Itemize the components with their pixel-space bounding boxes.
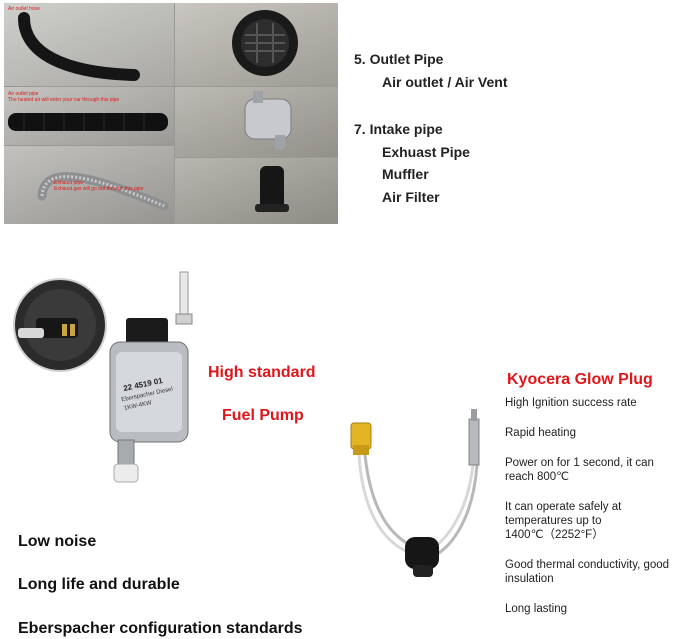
feature-long-life: Long life and durable [18, 576, 180, 593]
fuel-pump-illustration: 22 4519 01 Eberspacher Diesel 1KW-4KW [8, 268, 208, 494]
pump-heading-fuel-pump: Fuel Pump [222, 407, 304, 424]
feature-low-noise: Low noise [18, 533, 97, 550]
pump-heading-high-standard: High standard [208, 364, 316, 381]
glow-plug-feature: Power on for 1 second, it can reach 800℃ [505, 457, 654, 483]
photo-air-vent [175, 3, 338, 86]
glow-plug-feature: Good thermal conductivity, good insulati… [505, 559, 670, 585]
photo-air-filter [175, 158, 338, 224]
glow-plug-feature: Long lasting [505, 603, 568, 615]
glow-plug-illustration [345, 405, 490, 590]
glow-plug-feature: High Ignition success rate [505, 397, 637, 409]
photo-exhaust-pipe: Exhaust pipe Exhaust gas will go out thr… [4, 146, 174, 224]
parts-item-5: 5. Outlet Pipe [354, 51, 444, 67]
parts-item-7-sub-3: Air Filter [382, 189, 440, 205]
air-outlet-description: The heated air will enter your car throu… [8, 97, 120, 103]
parts-item-5-sub: Air outlet / Air Vent [382, 74, 508, 90]
air-outlet-caption: Air outlet pipe [8, 91, 39, 97]
parts-item-7-sub-1: Exhuast Pipe [382, 144, 470, 160]
photo-air-outlet-pipe: Air outlet pipe The heated air will ente… [4, 87, 174, 145]
glow-plug-feature: It can operate safely at temperatures up… [505, 501, 622, 541]
feature-configuration-standards: Eberspacher configuration standards [18, 620, 303, 637]
glow-plug-heading: Kyocera Glow Plug [507, 371, 653, 388]
photo-hose: Air outlet hose [4, 3, 174, 86]
glow-plug-feature: Rapid heating [505, 427, 576, 439]
exhaust-caption: Exhaust pipe [54, 180, 83, 186]
parts-item-7-sub-2: Muffler [382, 166, 429, 182]
parts-item-7: 7. Intake pipe [354, 121, 443, 137]
glow-plug-feature-list: High Ignition success rate Rapid heating… [505, 396, 675, 632]
exhaust-description: Exhaust gas will go out through this pip… [54, 186, 144, 192]
parts-photo-collage: Air outlet hose Air outlet pipe The heat… [4, 3, 338, 224]
hose-caption: Air outlet hose [8, 6, 40, 12]
photo-muffler [175, 87, 338, 157]
